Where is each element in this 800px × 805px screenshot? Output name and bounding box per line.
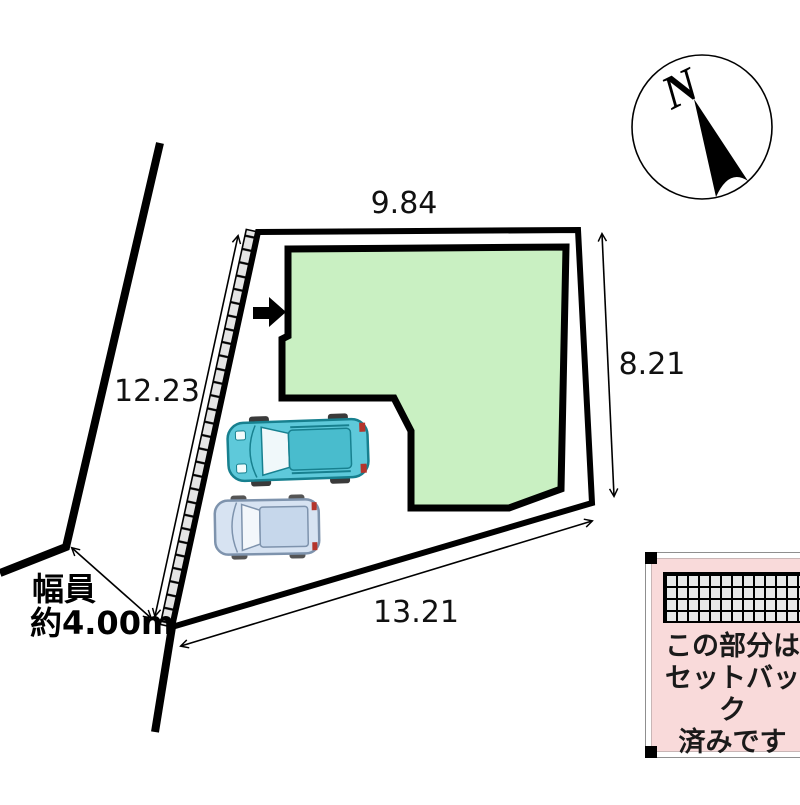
road-width-arrow xyxy=(72,548,151,618)
legend-box: この部分は セットバック 済みです xyxy=(645,552,800,758)
road-left-edge xyxy=(0,142,164,577)
legend-text-line3: 済みです xyxy=(678,727,787,757)
car-blue-icon xyxy=(213,494,321,560)
car-teal-icon xyxy=(226,413,370,487)
north-compass: N xyxy=(631,54,773,200)
dimension-line-left xyxy=(155,236,238,616)
legend-corner-square xyxy=(645,746,657,758)
dimension-line-right xyxy=(602,234,614,496)
legend-text-line1: この部分は xyxy=(665,631,800,661)
dimension-label-top: 9.84 xyxy=(371,186,438,221)
entrance-arrow-icon xyxy=(253,297,286,327)
dimension-label-bottom: 13.21 xyxy=(373,595,459,630)
road-right-edge-lower xyxy=(151,626,176,733)
dimension-label-right: 8.21 xyxy=(619,347,686,382)
legend-text: この部分は セットバック 済みです xyxy=(652,630,800,758)
legend-corner-square xyxy=(645,552,657,564)
north-arrow-icon xyxy=(694,99,748,197)
legend-text-line2: セットバック xyxy=(665,663,800,725)
road-width-label-line1: 幅員 xyxy=(32,570,96,608)
building-footprint xyxy=(278,243,570,512)
road-width-label-line2: 約4.00m xyxy=(30,604,174,642)
dimension-label-left: 12.23 xyxy=(114,374,200,409)
legend-inner-panel: この部分は セットバック 済みです xyxy=(651,558,800,757)
setback-pattern-sample xyxy=(663,572,800,623)
dimension-line-bottom xyxy=(181,521,592,646)
